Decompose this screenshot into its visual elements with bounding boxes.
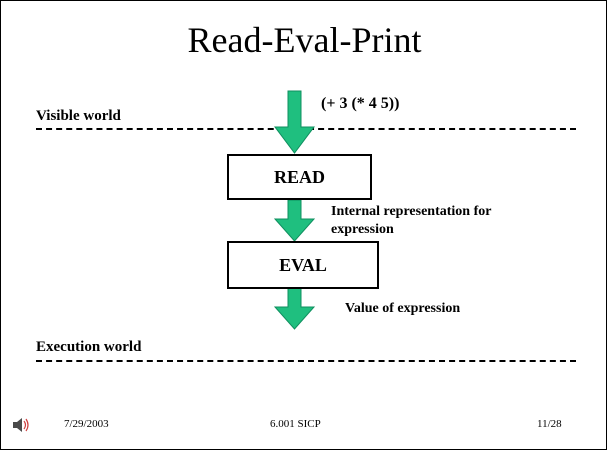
arrow-read-to-eval bbox=[273, 199, 316, 242]
read-box-label: READ bbox=[273, 166, 325, 187]
eval-box-label: EVAL bbox=[279, 254, 327, 275]
arrow-out-of-eval bbox=[273, 287, 316, 330]
eval-box: EVAL bbox=[227, 241, 379, 289]
footer-course: 6.001 SICP bbox=[270, 418, 321, 430]
slide-title: Read-Eval-Print bbox=[187, 20, 422, 60]
value-of-expression-note: Value of expression bbox=[345, 301, 461, 316]
visible-world-label: Visible world bbox=[36, 108, 121, 124]
input-expression: (+ 3 (* 4 5)) bbox=[321, 95, 400, 112]
internal-representation-line1: Internal representation for bbox=[331, 204, 492, 219]
footer-page: 11/28 bbox=[537, 418, 562, 430]
execution-world-divider bbox=[36, 360, 576, 362]
internal-representation-line2: expression bbox=[331, 222, 394, 237]
footer-date: 7/29/2003 bbox=[64, 418, 109, 430]
execution-world-label: Execution world bbox=[36, 339, 142, 355]
speaker-icon[interactable] bbox=[12, 417, 32, 438]
arrow-into-read bbox=[274, 90, 315, 154]
internal-representation-note: Internal representation for expression bbox=[331, 203, 491, 239]
read-box: READ bbox=[227, 154, 372, 200]
